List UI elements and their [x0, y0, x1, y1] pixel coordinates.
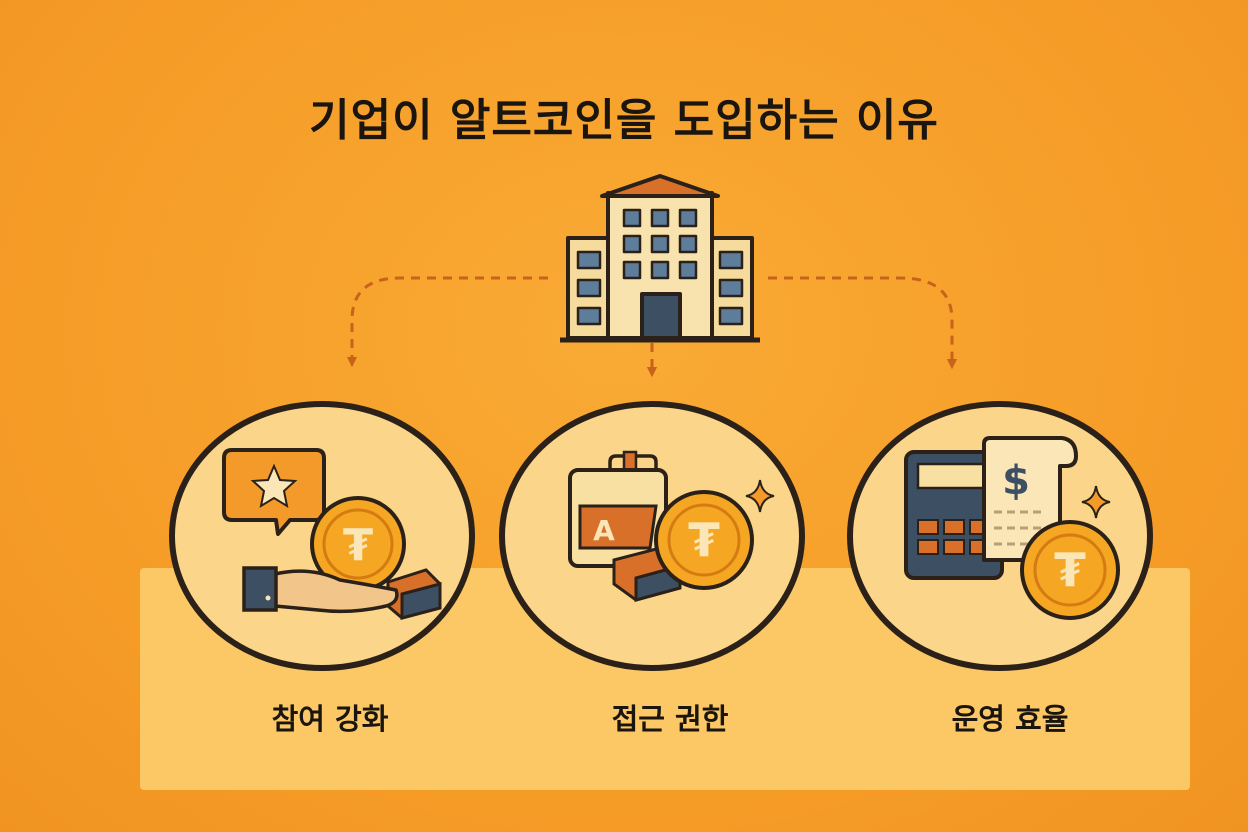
connector-arrows	[346, 276, 958, 378]
arrow-right	[768, 276, 958, 370]
item-circle-1: ₮	[169, 401, 475, 671]
item-label-access: 접근 권한	[611, 702, 729, 736]
calculator-icon	[904, 450, 1004, 580]
page-title: 기업이 알트코인을 도입하는 이유	[309, 95, 939, 146]
sparkle-icon-3	[1081, 485, 1111, 519]
sparkle-icon	[745, 479, 775, 513]
coin-icon-3: ₮	[1020, 520, 1120, 620]
svg-text:₮: ₮	[343, 520, 374, 571]
svg-text:₮: ₮	[1054, 543, 1086, 597]
item-label-efficiency: 운영 효율	[951, 702, 1069, 736]
coin-icon: ₮	[612, 490, 754, 602]
hand-giving-coin-icon: ₮	[242, 496, 442, 620]
item-label-engagement: 참여 강화	[271, 702, 389, 736]
svg-text:A: A	[593, 514, 615, 547]
svg-text:₮: ₮	[688, 513, 720, 567]
item-circle-2: A ₮	[499, 401, 805, 671]
arrow-left	[346, 276, 548, 368]
review-star-bubble-icon	[222, 448, 326, 536]
svg-text:$: $	[1002, 458, 1030, 504]
item-circle-3: $ ₮	[847, 401, 1153, 671]
office-building-icon	[560, 174, 760, 343]
